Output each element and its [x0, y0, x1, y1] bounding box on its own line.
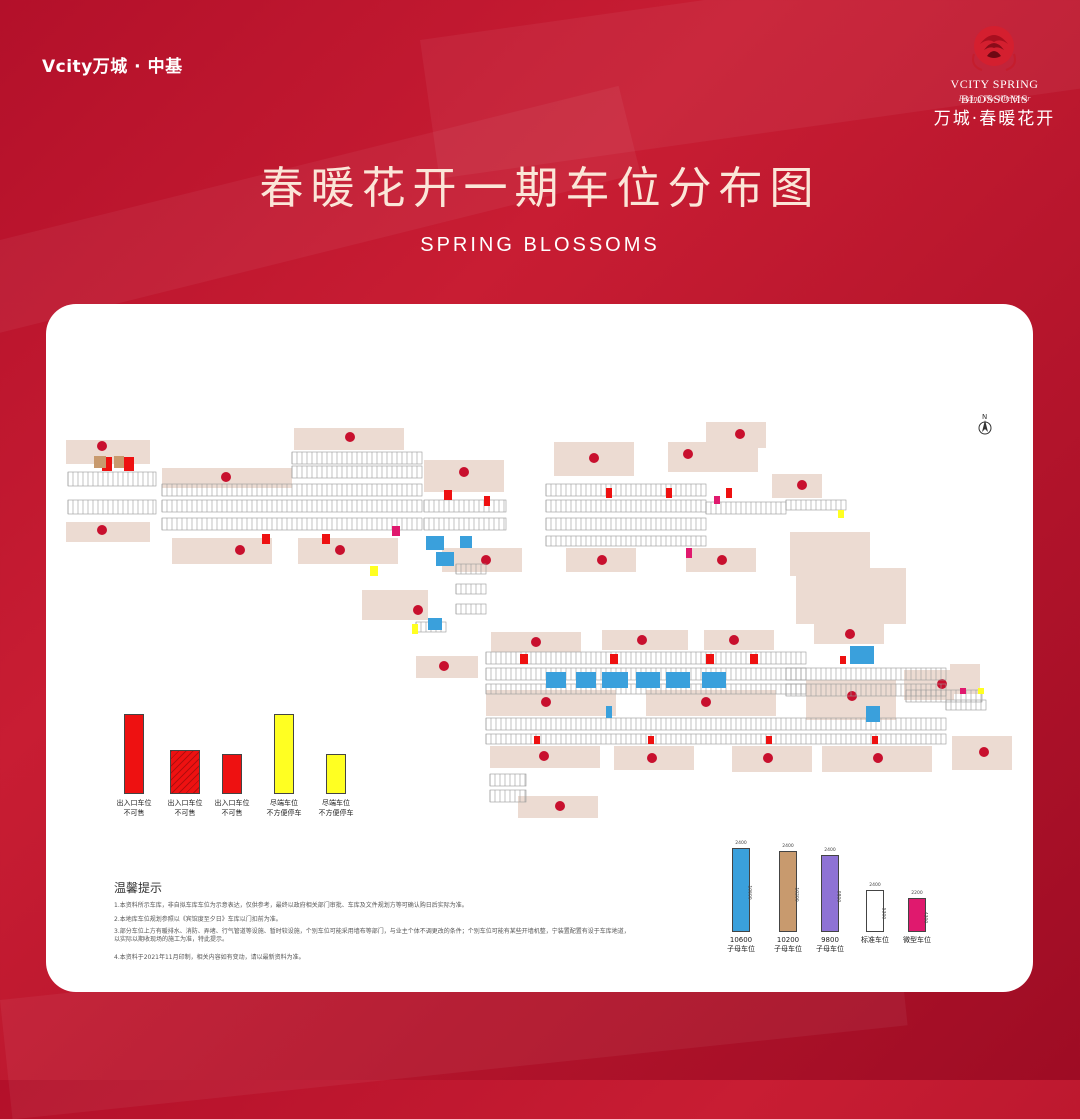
legend-side-dimension: 10200 — [793, 886, 799, 902]
parking-highlight — [94, 456, 106, 468]
legend-bar — [779, 851, 797, 932]
legend-bar — [170, 750, 200, 794]
legend-bar — [326, 754, 346, 794]
parking-highlight — [428, 618, 442, 630]
parking-highlight — [436, 552, 454, 566]
legend-side-dimension: 10600 — [746, 885, 752, 900]
note-line: 1.本资料所示车库，非自拟车库车位为示意表达，仅供参考，最终以政府相关部门审批、… — [114, 902, 468, 909]
legend-bar — [222, 754, 242, 794]
legend-side-dimension: 9800 — [835, 890, 841, 902]
map-card: 出入口车位不可售出入口车位不可售出入口车位不可售尽端车位不方便停车尽端车位不方便… — [46, 304, 1033, 992]
parking-highlight — [412, 624, 418, 634]
legend-label: 尽端车位不方便停车 — [318, 799, 354, 817]
parking-highlight — [648, 736, 654, 744]
legend-top-dimension: 2200 — [911, 891, 923, 896]
parking-highlight — [978, 688, 984, 694]
legend-bar — [821, 855, 839, 932]
legend-label: 出入口车位不可售 — [167, 799, 203, 817]
legend-label: 微型车位 — [903, 936, 931, 944]
parking-highlight — [750, 654, 758, 664]
parking-highlight — [726, 488, 732, 498]
parking-highlight — [666, 672, 690, 688]
note-line: 4.本资料于2021年11月印制，相关内容如有变动，请以最新资料为准。 — [114, 954, 305, 961]
parking-highlight — [370, 566, 378, 576]
legend-top-dimension: 2400 — [735, 841, 747, 846]
parking-highlight — [484, 496, 490, 506]
parking-highlight — [426, 536, 444, 550]
legend-bar — [274, 714, 294, 794]
legend-bar — [908, 898, 926, 932]
note-line: 2.本地库车位规划参照以《宾馆度至夕日》车库以门扣前为准。 — [114, 916, 282, 923]
compass-label: N — [982, 413, 987, 421]
legend-bar — [732, 848, 750, 932]
legend-side-dimension: 5300 — [880, 907, 886, 920]
logo-script: Facing The Yibe River — [958, 94, 1031, 103]
parking-highlight — [766, 736, 772, 744]
legend-bar — [866, 890, 884, 932]
note-line: 3.部分车位上方有暖排水、消防、弄堵、行气管道等设施、暂时较设施，个别车位可能采… — [114, 928, 630, 943]
parking-highlight — [606, 706, 612, 718]
parking-highlight — [520, 654, 528, 664]
parking-highlight — [866, 706, 880, 722]
parking-highlight — [666, 488, 672, 498]
parking-highlight — [840, 656, 846, 664]
legend-label: 出入口车位不可售 — [214, 799, 250, 817]
parking-highlight — [262, 534, 270, 544]
parking-highlight — [686, 548, 692, 558]
parking-highlight — [714, 496, 720, 504]
parking-highlight — [102, 457, 112, 471]
legend-label: 出入口车位不可售 — [116, 799, 152, 817]
legend-side-dimension: 4300 — [922, 911, 928, 924]
parking-highlight — [702, 672, 726, 688]
parking-highlight — [960, 688, 966, 694]
parking-rows — [67, 451, 987, 803]
brand-logo: Vcity万城 · 中基 — [42, 57, 183, 77]
parking-highlight — [124, 457, 134, 471]
buildings — [66, 422, 1012, 818]
parking-highlight — [322, 534, 330, 544]
parking-highlight — [460, 536, 472, 548]
parking-row — [489, 773, 527, 787]
parking-highlight — [602, 672, 628, 688]
legend-top-dimension: 2400 — [824, 848, 836, 853]
parking-highlight — [872, 736, 878, 744]
logo-chinese: 万城·春暖花开 — [933, 109, 1056, 129]
parking-highlight — [114, 456, 124, 468]
parking-highlight — [444, 490, 452, 500]
page-title: 春暖花开一期车位分布图 — [259, 163, 821, 214]
parking-highlight — [392, 526, 400, 536]
legend-top-dimension: 2400 — [782, 844, 794, 849]
legend-bar — [124, 714, 144, 794]
legend-label: 尽端车位不方便停车 — [266, 799, 302, 817]
parking-highlight — [850, 646, 874, 664]
north-arrow-icon: N — [978, 413, 992, 435]
legend-label: 标准车位 — [861, 936, 889, 944]
legend-top-dimension: 2400 — [869, 883, 881, 888]
logo-english: VCITY SPRING BLOSSOMS — [950, 77, 1039, 106]
parking-highlights — [94, 456, 984, 744]
parking-highlight — [546, 672, 566, 688]
parking-highlight — [606, 488, 612, 498]
page-subtitle: SPRING BLOSSOMS — [420, 234, 660, 256]
parking-highlight — [610, 654, 618, 664]
parking-highlight — [838, 510, 844, 518]
parking-highlight — [706, 654, 714, 664]
notes-title: 温馨提示 — [114, 881, 163, 895]
parking-highlight — [576, 672, 596, 688]
parking-highlight — [636, 672, 660, 688]
parking-highlight — [534, 736, 540, 744]
parking-map — [66, 422, 1012, 818]
rose-logo-icon — [972, 26, 1016, 71]
